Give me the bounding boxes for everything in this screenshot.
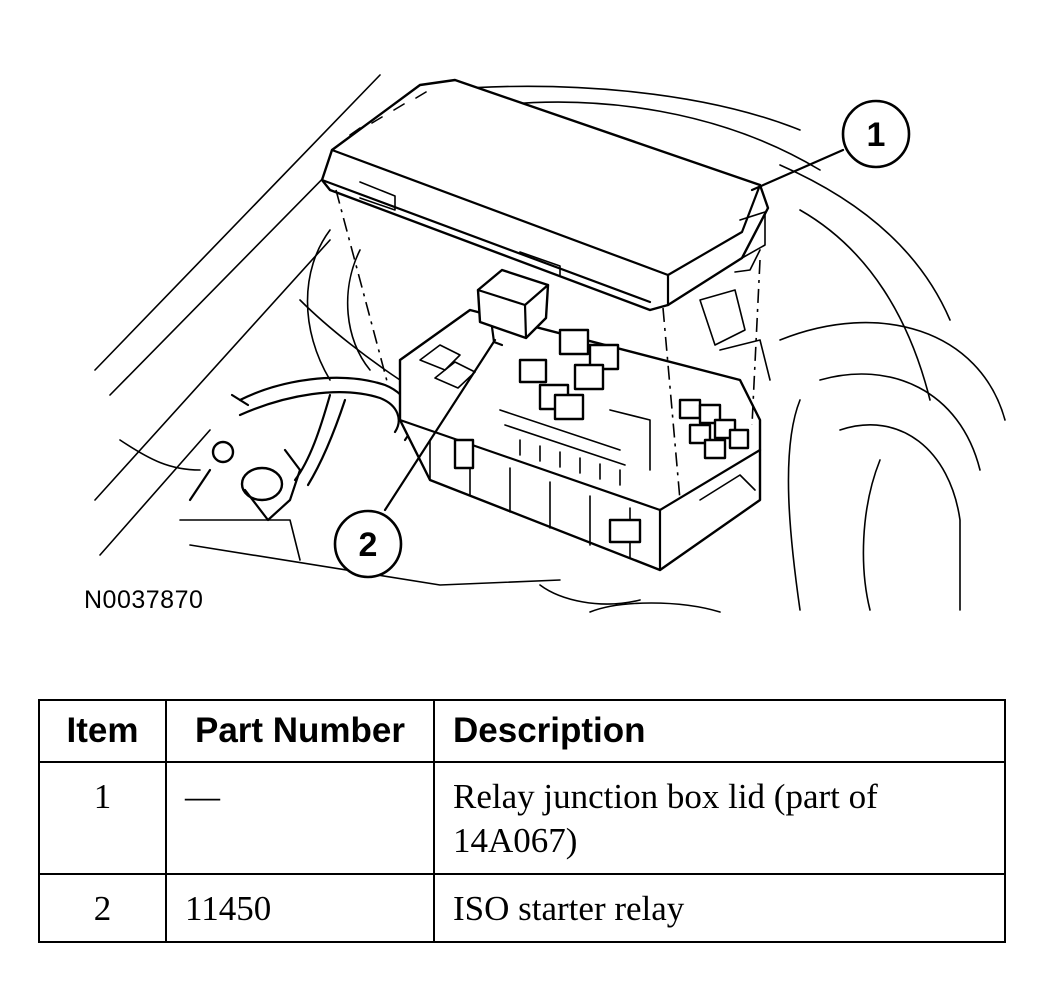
row-description: Relay junction box lid (part of 14A067) — [433, 761, 1006, 875]
parts-table: Item Part Number Description 1 — Relay j… — [38, 699, 1006, 943]
callout-2-label: 2 — [359, 526, 378, 564]
junction-box-lid — [320, 78, 770, 312]
row-part-number: 11450 — [165, 873, 435, 943]
header-description: Description — [433, 699, 1006, 763]
callout-1: 1 — [841, 99, 911, 169]
table-row: 2 11450 ISO starter relay — [38, 873, 1006, 943]
row-item: 2 — [38, 873, 167, 943]
callout-leaders — [383, 148, 845, 512]
junction-box-body — [398, 289, 771, 572]
engine-bay-lines — [94, 74, 1006, 613]
assembly-lines — [335, 189, 761, 501]
callout-1-label: 1 — [867, 116, 886, 154]
header-item: Item — [38, 699, 167, 763]
row-item: 1 — [38, 761, 167, 875]
line-drawing: 1 2 — [94, 74, 1006, 613]
callout-2: 2 — [333, 509, 403, 579]
table-header-row: Item Part Number Description — [38, 699, 1006, 763]
figure-code: N0037870 — [84, 586, 204, 614]
junction-box-illustration: 1 2 N0037870 — [84, 74, 1006, 614]
row-description: ISO starter relay — [433, 873, 1006, 943]
header-part-number: Part Number — [165, 699, 435, 763]
row-part-number: — — [165, 761, 435, 875]
table-row: 1 — Relay junction box lid (part of 14A0… — [38, 761, 1006, 875]
battery-cable — [188, 376, 414, 522]
